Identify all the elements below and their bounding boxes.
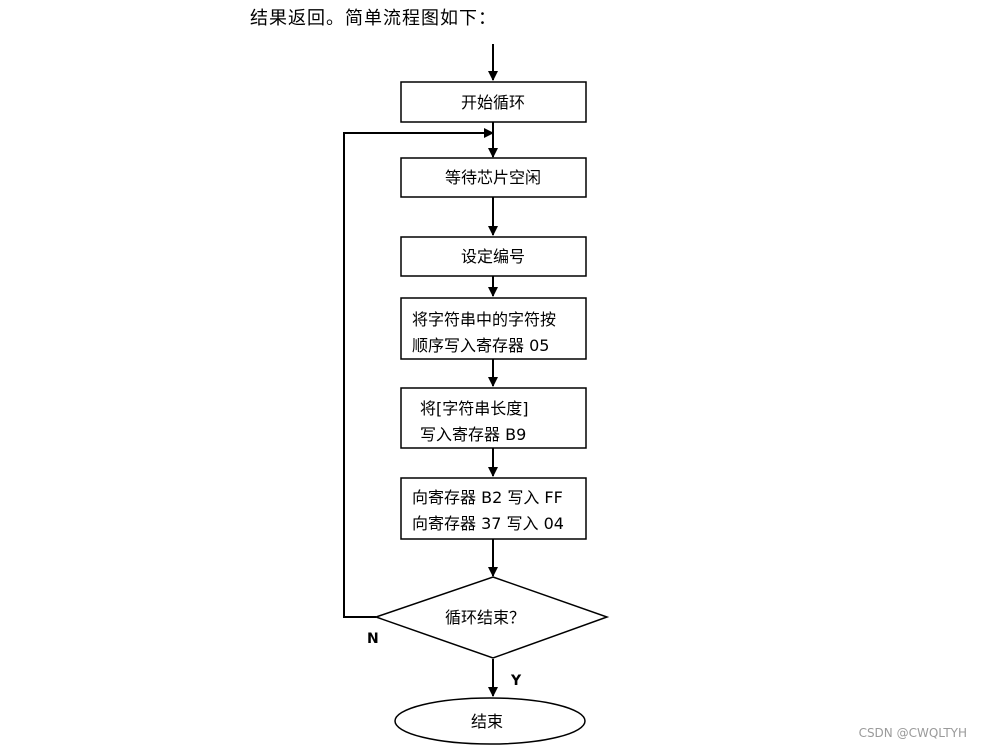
node-write-regs: 向寄存器 B2 写入 FF 向寄存器 37 写入 04 [400,477,587,540]
intro-text: 结果返回。简单流程图如下： [250,8,497,29]
node-write-string-line1: 将字符串中的字符按 [412,310,556,329]
node-decision: 循环结束？ [373,576,610,659]
branch-label-yes: Y [510,673,522,689]
node-write-regs-line1: 向寄存器 B2 写入 FF [412,488,563,507]
node-wait-idle-label: 等待芯片空闲 [445,168,541,187]
node-start-loop-label: 开始循环 [461,93,525,112]
connectors [343,44,498,697]
branch-label-no: N [367,631,379,647]
watermark: CSDN @CWQLTYH [858,726,967,740]
node-end: 结束 [394,697,586,745]
node-write-string: 将字符串中的字符按 顺序写入寄存器 05 [400,297,587,360]
node-set-id: 设定编号 [400,236,587,277]
node-write-length: 将[字符串长度] 写入寄存器 B9 [400,387,587,449]
node-wait-idle: 等待芯片空闲 [400,157,587,198]
node-write-regs-line2: 向寄存器 37 写入 04 [412,514,564,533]
node-decision-label: 循环结束？ [445,608,525,627]
node-write-string-line2: 顺序写入寄存器 05 [412,336,549,355]
node-set-id-label: 设定编号 [461,247,525,266]
node-write-length-line1: 将[字符串长度] [420,399,529,418]
loop-back-line [343,128,494,618]
node-end-label: 结束 [471,712,503,731]
node-write-length-line2: 写入寄存器 B9 [420,425,526,444]
node-start-loop: 开始循环 [400,81,587,123]
